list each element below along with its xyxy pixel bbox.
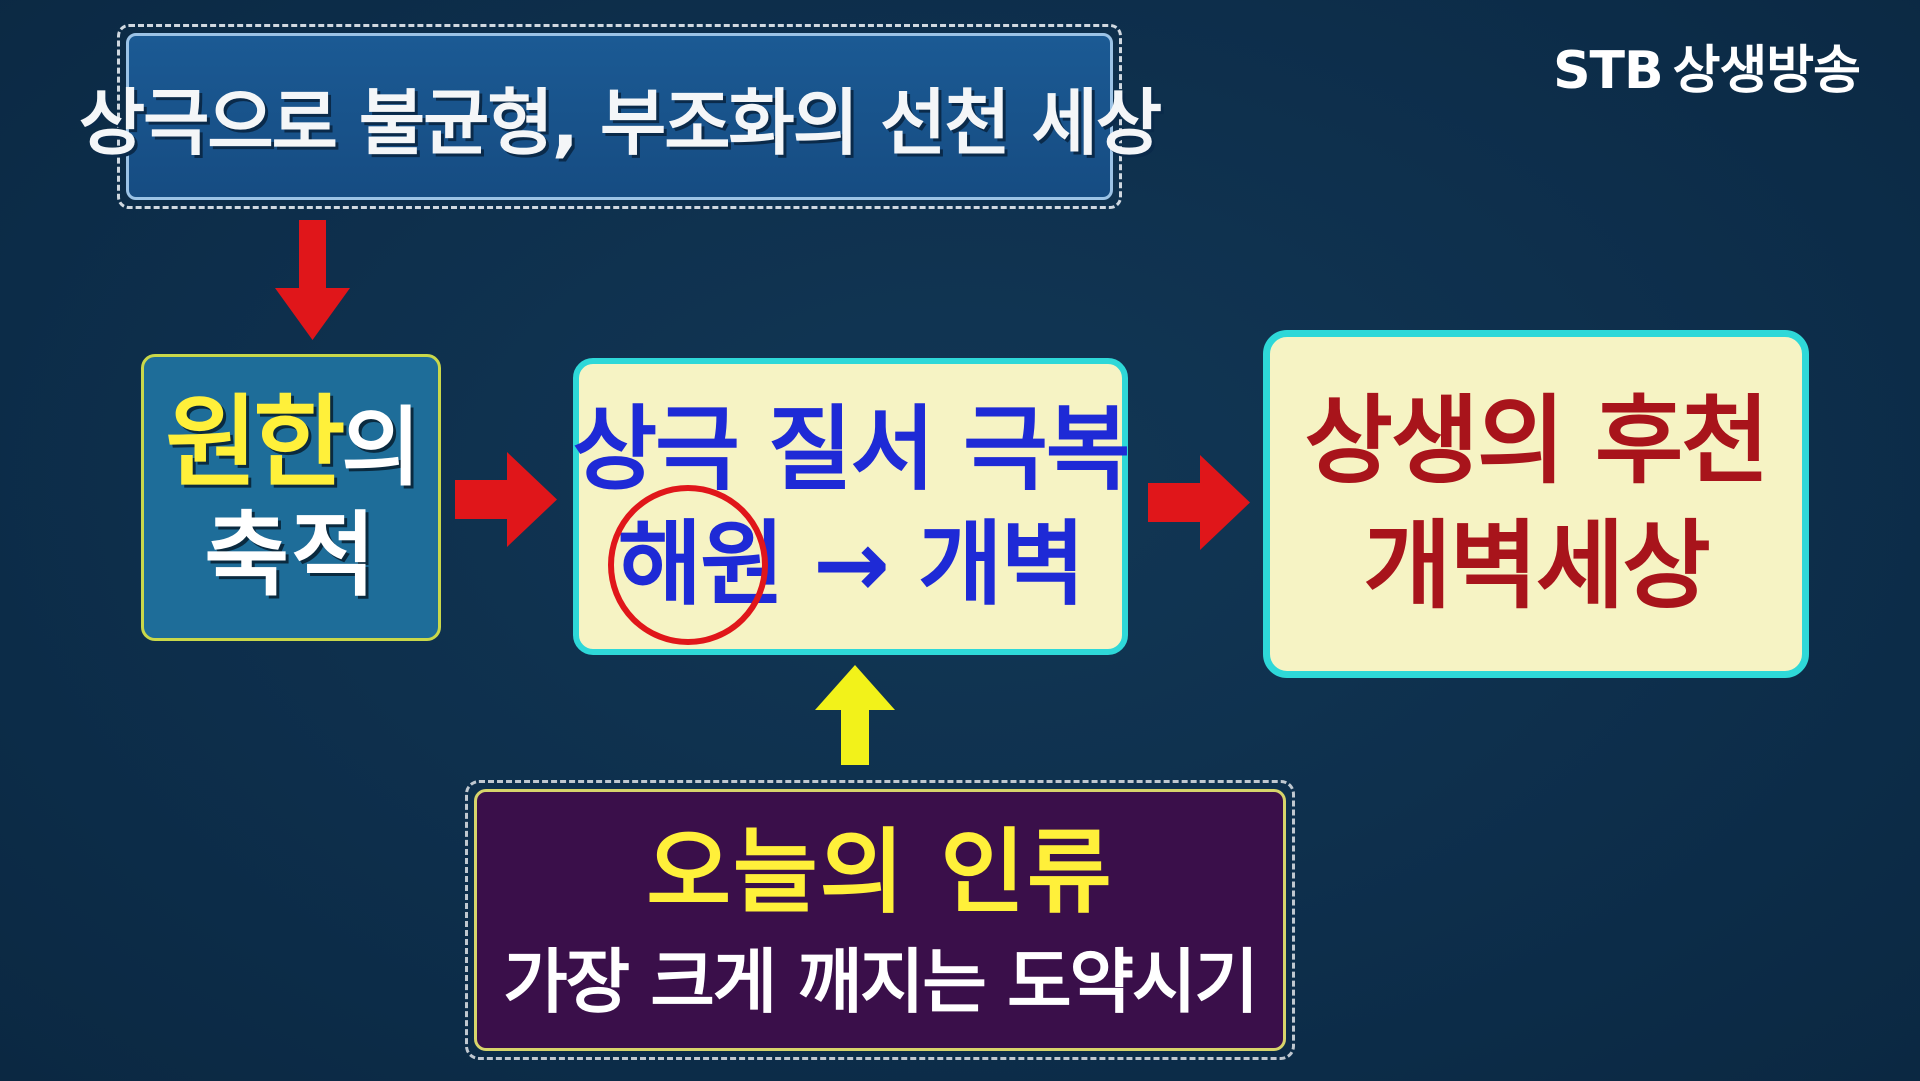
right-box-line2: 개벽세상 [1363,510,1710,622]
yellow-up-arrow-icon [815,665,895,765]
bottom-box-dashed-frame [465,780,1295,1060]
top-box: 상극으로 불균형, 부조화의 선천 세상 [79,33,1162,200]
logo-name: 상생방송 [1672,41,1861,101]
right-box-line1: 상생의 후천 [1304,385,1769,498]
red-circle-highlight [607,484,768,645]
left-box: 원한의 축적 [141,354,441,641]
left-box-line2: 축적 [204,502,378,610]
middle-box-rest-word: 개벽 [918,510,1085,618]
middle-box: 상극 질서 극복 해원 → 개벽 [572,358,1131,655]
logo-brand: STB [1553,41,1664,101]
left-box-suffix: 의 [341,398,420,499]
bottom-box-line1: 오늘의 인류 [646,818,1114,926]
left-box-highlight: 원한 [165,384,345,502]
middle-box-line1: 상극 질서 극복 [572,395,1131,503]
top-box-dashed-frame [117,24,1122,209]
right-box: 상생의 후천 개벽세상 [1263,330,1809,678]
red-down-arrow-icon [275,220,350,340]
left-box-line1: 원한의 [165,384,420,502]
middle-box-arrow-glyph: → [812,510,890,618]
red-right-arrow-icon [1148,455,1250,550]
top-box-text: 상극으로 불균형, 부조화의 선천 세상 [78,81,1162,165]
circled-word-wrap: 해원 [607,484,785,645]
middle-box-line2: 해원 → 개벽 [607,484,1085,645]
bottom-box-line2: 가장 크게 깨지는 도약시기 [503,940,1259,1023]
red-right-arrow-icon [455,452,557,547]
bottom-box: 오늘의 인류 가장 크게 깨지는 도약시기 [474,789,1286,1051]
